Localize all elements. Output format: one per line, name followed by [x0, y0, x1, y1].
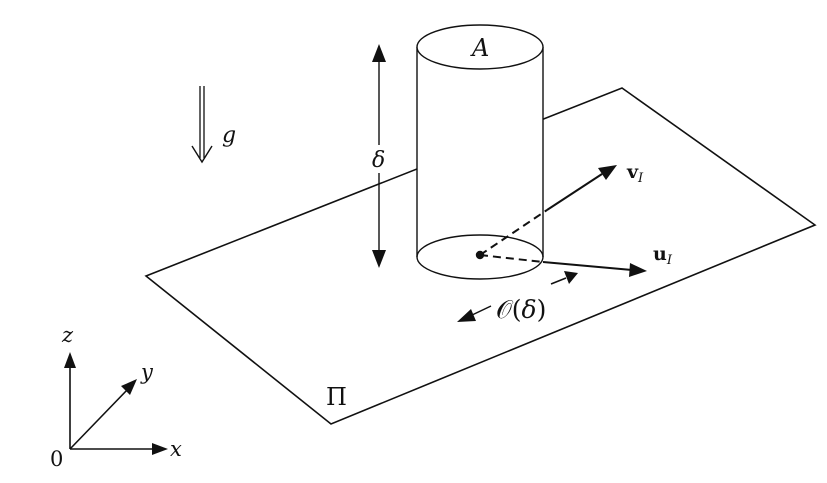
velocity-label-sub: I: [637, 171, 644, 186]
displacement-label-sub: I: [666, 253, 673, 268]
axis-x-label: x: [170, 437, 182, 461]
displacement-label-main: u: [653, 243, 667, 265]
order-label: 𝒪(δ): [496, 295, 546, 324]
cylinder-base-ellipse: [416, 234, 544, 280]
order-arrow-left-head: [457, 309, 476, 322]
velocity-label: vI: [626, 161, 644, 186]
order-arrow: [457, 271, 578, 322]
height-label: δ: [372, 148, 385, 173]
y-axis-head: [121, 379, 137, 395]
displacement-vector: [479, 254, 647, 277]
height-arrow-top-head: [372, 44, 386, 62]
cylinder: [416, 24, 544, 280]
gravity-arrow: [191, 86, 213, 164]
order-label-var: δ: [522, 295, 537, 324]
axis-z-label: z: [61, 323, 74, 347]
velocity-arrow-head: [598, 165, 617, 180]
velocity-vector: [479, 165, 617, 256]
order-label-prefix: 𝒪(: [496, 295, 522, 324]
coordinate-axes: [64, 352, 168, 455]
velocity-label-main: v: [626, 161, 639, 183]
area-label: A: [470, 34, 489, 62]
plane-label: Π: [326, 383, 347, 411]
y-axis: [69, 388, 129, 450]
cylinder-top-ellipse: [416, 24, 544, 70]
displacement-arrow-head: [629, 263, 647, 277]
height-label-bg: [369, 145, 389, 173]
order-label-suffix: ): [537, 295, 547, 324]
axis-y-label: y: [140, 360, 154, 384]
origin-label: 0: [50, 447, 63, 471]
z-axis-head: [64, 352, 76, 368]
order-arrow-right-head: [564, 271, 578, 284]
height-arrow-bottom-head: [372, 250, 386, 268]
displacement-label: uI: [653, 243, 673, 268]
x-axis-head: [152, 443, 168, 455]
cylinder-body: [417, 47, 543, 279]
gravity-label: g: [222, 123, 236, 148]
